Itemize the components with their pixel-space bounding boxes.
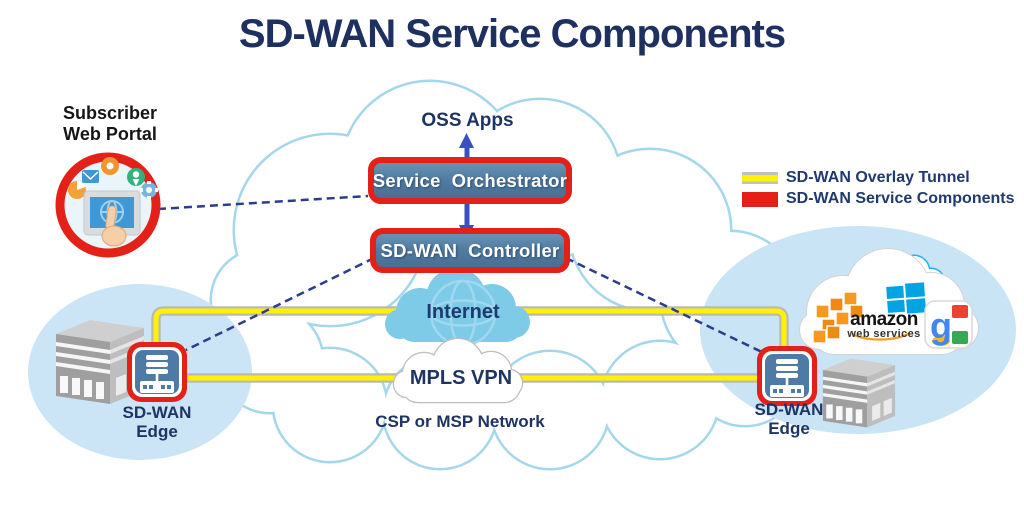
gear-icon bbox=[140, 181, 158, 199]
dot-badge-icon bbox=[101, 157, 119, 175]
csp-msp-network-label: CSP or MSP Network bbox=[375, 412, 545, 431]
legend-swatch-service-components bbox=[742, 191, 778, 207]
page-title: SD-WAN Service Components bbox=[238, 12, 786, 56]
provider-cloud bbox=[209, 79, 803, 471]
subscriber-web-portal-label: Subscriber Web Portal bbox=[36, 103, 184, 145]
google-letter: g bbox=[930, 305, 952, 346]
windows-logo-icon bbox=[886, 282, 927, 314]
oss-apps-label: OSS Apps bbox=[421, 110, 514, 131]
pie-chart-icon bbox=[68, 180, 86, 199]
dashed-connector-controller-right-edge bbox=[565, 256, 765, 355]
service-orchestrator-label: Service Orchestrator bbox=[372, 169, 568, 191]
legend-item-service-components: SD-WAN Service Components bbox=[742, 190, 1014, 208]
portal-label-line2: Web Portal bbox=[63, 124, 157, 144]
hand-icon bbox=[101, 205, 127, 247]
edge-right-line1: SD-WAN bbox=[754, 400, 824, 419]
amazon-web-services-logo: amazon web services bbox=[844, 310, 924, 340]
mpls-vpn-cloud bbox=[392, 337, 524, 404]
portal-label-line1: Subscriber bbox=[62, 103, 158, 123]
legend-swatch-overlay-tunnel bbox=[742, 172, 778, 184]
dashed-connector-portal-orchestrator bbox=[157, 194, 369, 211]
internet-label: Internet bbox=[426, 301, 500, 323]
location-pin-icon bbox=[127, 168, 145, 186]
subscriber-portal-icon bbox=[55, 152, 161, 258]
mail-icon bbox=[82, 170, 99, 183]
edge-left-line1: SD-WAN bbox=[122, 403, 192, 422]
google-logo-icon: g bbox=[924, 300, 973, 349]
sdwan-edge-device-left bbox=[127, 342, 187, 402]
edge-left-line2: Edge bbox=[136, 422, 178, 441]
legend-label-overlay-tunnel: SD-WAN Overlay Tunnel bbox=[786, 169, 970, 186]
dashed-connector-controller-left-edge bbox=[185, 256, 375, 352]
sdwan-controller-label: SD-WAN Controller bbox=[380, 239, 560, 261]
service-orchestrator-box: Service Orchestrator bbox=[368, 157, 572, 204]
amazon-brand-text: amazon bbox=[850, 309, 918, 330]
amazon-boxes-icon bbox=[812, 291, 864, 344]
edge-right-line2: Edge bbox=[768, 419, 810, 438]
sdwan-edge-right-label: SD-WAN Edge bbox=[744, 400, 834, 438]
sdwan-edge-device-right bbox=[757, 346, 817, 406]
sdwan-edge-left-label: SD-WAN Edge bbox=[112, 403, 202, 441]
legend: SD-WAN Overlay Tunnel SD-WAN Service Com… bbox=[742, 169, 1014, 208]
amazon-sub-text: web services bbox=[847, 328, 921, 340]
mpls-vpn-label: MPLS VPN bbox=[409, 367, 513, 389]
legend-label-service-components: SD-WAN Service Components bbox=[786, 190, 1015, 207]
legend-item-overlay-tunnel: SD-WAN Overlay Tunnel bbox=[742, 169, 1014, 187]
amazon-smile-icon bbox=[851, 332, 911, 341]
sdwan-controller-box: SD-WAN Controller bbox=[370, 228, 570, 273]
up-arrow-icon bbox=[459, 133, 474, 161]
